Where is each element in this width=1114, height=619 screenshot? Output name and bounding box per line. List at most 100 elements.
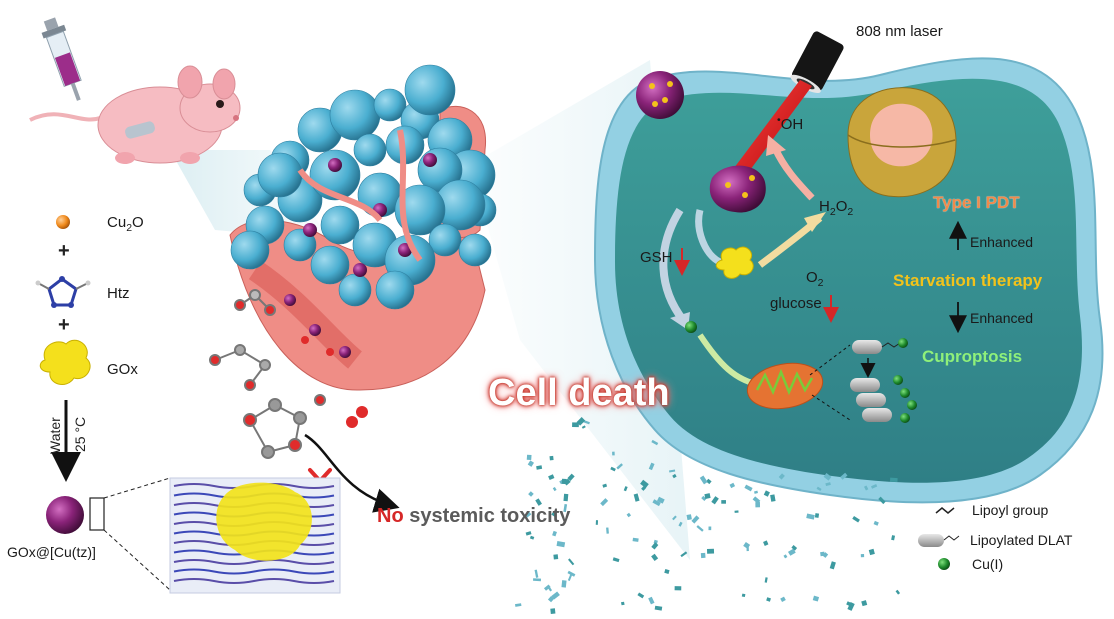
- hydroxyl-radical-label: •OH: [777, 114, 804, 133]
- debris-fragment: [563, 493, 569, 502]
- debris-fragment: [814, 513, 820, 518]
- debris-fragment: [612, 557, 620, 563]
- debris-fragment: [552, 530, 557, 537]
- debris-fragment: [699, 475, 708, 485]
- lipoyl-legend-icon: [935, 507, 955, 514]
- debris-fragment: [620, 601, 625, 606]
- debris-fragment: [536, 465, 543, 470]
- debris-fragment: [572, 422, 579, 428]
- debris-fragment: [891, 535, 896, 541]
- legend-cu-label: Cu(I): [972, 556, 1004, 572]
- debris-fragment: [704, 493, 711, 500]
- nucleus-icon: [847, 87, 957, 198]
- gsh-label: GSH: [640, 249, 673, 266]
- debris-fragment: [711, 496, 719, 505]
- tumor-cell-blob: [404, 64, 456, 116]
- debris-fragment: [548, 587, 553, 592]
- debris-fragment: [524, 511, 532, 518]
- debris-fragment: [534, 569, 539, 578]
- debris-fragment: [816, 486, 822, 492]
- tumor-nanoparticle: [423, 153, 437, 167]
- debris-fragment: [651, 553, 659, 562]
- cu-ion: [685, 321, 697, 333]
- debris-fragment: [825, 482, 831, 487]
- temperature-label: 25 °C: [72, 416, 88, 452]
- debris-fragment: [550, 608, 556, 614]
- plus-sign-1: +: [58, 240, 70, 262]
- debris-fragment: [829, 561, 836, 570]
- debris-fragment: [706, 548, 715, 554]
- debris-fragment: [770, 494, 776, 502]
- debris-fragment: [548, 474, 555, 481]
- tumor-cell-blob: [458, 233, 492, 267]
- mitochondria-icon: [746, 362, 824, 410]
- layered-framework: [169, 477, 341, 594]
- debris-fragment: [654, 605, 663, 611]
- debris-fragment: [637, 592, 645, 599]
- debris-fragment: [528, 491, 534, 497]
- tumor-cell-blob: [373, 88, 407, 122]
- arrow-h2o2-to-oh: [771, 146, 815, 201]
- debris-fragment: [868, 548, 875, 556]
- debris-fragment: [763, 490, 770, 497]
- debris-fragment: [729, 482, 736, 489]
- debris-fragment: [778, 473, 785, 480]
- debris-fragment: [669, 469, 676, 473]
- debris-fragment: [543, 584, 551, 591]
- debris-fragment: [754, 490, 758, 494]
- toxicity-arrow: [304, 433, 400, 513]
- debris-fragment: [602, 483, 608, 488]
- cu2o-particle: [56, 215, 70, 229]
- debris-fragment: [568, 558, 575, 566]
- debris-fragment: [701, 495, 707, 502]
- debris-fragment: [527, 460, 535, 467]
- mouse-icon: [29, 65, 241, 164]
- debris-fragment: [840, 472, 848, 480]
- debris-fragment: [529, 535, 535, 540]
- debris-fragment: [763, 540, 769, 546]
- debris-fragment: [561, 580, 567, 588]
- laser-label: 808 nm laser: [856, 23, 943, 40]
- tumor-nanoparticle: [328, 158, 342, 172]
- debris-fragment: [556, 541, 566, 548]
- cu-legend-icon: [938, 558, 950, 570]
- debris-fragment: [610, 466, 616, 472]
- debris-fragment: [535, 498, 542, 506]
- debris-fragment: [651, 439, 659, 446]
- debris-fragment: [755, 501, 761, 508]
- tumor-illustration: [229, 64, 497, 391]
- debris-fragment: [657, 496, 665, 504]
- debris-fragment: [864, 485, 869, 491]
- legend-dlat-label: Lipoylated DLAT: [970, 532, 1073, 548]
- gox-in-cell: [715, 246, 754, 279]
- debris-fragment: [563, 504, 568, 513]
- enhanced-label-1: Enhanced: [970, 234, 1034, 250]
- debris-fragment: [567, 570, 576, 577]
- debris-fragment: [847, 602, 855, 611]
- tumor-cell-blob: [283, 228, 317, 262]
- debris-fragment: [648, 596, 655, 605]
- arrow-to-gox: [695, 209, 722, 266]
- debris-fragment: [764, 577, 768, 583]
- starvation-therapy-label: Starvation therapy: [893, 271, 1043, 290]
- debris-fragment: [583, 420, 590, 425]
- debris-fragment: [766, 597, 771, 602]
- debris-fragment: [700, 552, 706, 559]
- nanoparticle-uptake: [636, 71, 684, 119]
- debris-fragment: [686, 514, 692, 521]
- arrow-gsh: [659, 207, 687, 323]
- debris-fragment: [514, 603, 522, 607]
- gox-enzyme: [39, 339, 91, 386]
- oxygen-molecule: [346, 406, 368, 428]
- tumor-cell-blob: [320, 205, 360, 245]
- debris-fragment: [551, 511, 557, 517]
- debris-fragment: [752, 496, 761, 504]
- plus-sign-2: +: [58, 314, 70, 336]
- glucose-label: glucose: [770, 295, 822, 312]
- debris-fragment: [820, 551, 825, 557]
- debris-fragment: [691, 515, 700, 524]
- debris-fragment: [812, 595, 820, 602]
- debris-fragment: [561, 478, 567, 485]
